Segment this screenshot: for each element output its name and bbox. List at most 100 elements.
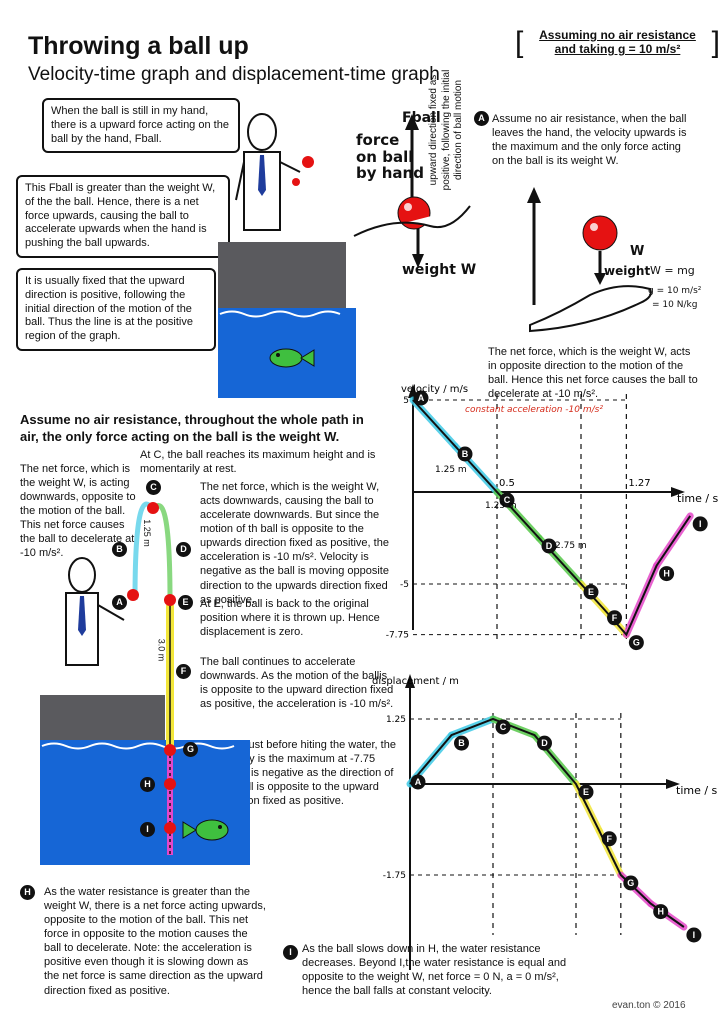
path-badge-c: C xyxy=(146,480,161,495)
y-tick-label: 1.25 xyxy=(386,715,406,725)
path-badge-h: H xyxy=(140,777,155,792)
point-badge xyxy=(601,831,617,847)
x-tick-label: 1.27 xyxy=(628,478,650,489)
ball-in-hand xyxy=(302,156,314,168)
fish-icon xyxy=(182,819,229,841)
text-c-max-height: At C, the ball reaches its maximum heigh… xyxy=(140,449,376,476)
point-label: E xyxy=(588,587,594,597)
w-label: W xyxy=(630,244,645,259)
point-label: A xyxy=(415,777,422,787)
water-pool xyxy=(40,740,250,865)
assumption-box: [ Assuming no air resistance and taking … xyxy=(515,26,720,59)
st-axes xyxy=(405,674,680,970)
path-badge-a: A xyxy=(112,595,127,610)
hand-icon xyxy=(353,205,471,237)
point-badge xyxy=(499,492,515,508)
point-badge xyxy=(628,635,644,651)
point-badge xyxy=(659,566,675,582)
x-tick-label: 0.5 xyxy=(499,478,515,489)
point-badge xyxy=(495,719,511,735)
path-badge-i: I xyxy=(140,822,155,837)
point-badge xyxy=(410,774,426,790)
person-figure xyxy=(65,557,125,666)
point-label: D xyxy=(541,738,548,748)
path-label-1-25m: 1.25 m xyxy=(141,519,152,547)
point-label: B xyxy=(462,449,469,459)
credit: evan.ton © 2016 xyxy=(612,1000,686,1011)
point-badge xyxy=(537,735,552,751)
left-bracket: [ xyxy=(515,26,524,59)
upward-direction-note: upward direction fixed as positive, foll… xyxy=(428,69,464,191)
interval-label: 2.75 m xyxy=(555,541,587,551)
point-badge xyxy=(454,735,469,751)
point-badge xyxy=(583,584,599,600)
y-tick-label: 5 xyxy=(403,396,409,406)
point-badge xyxy=(541,538,557,554)
point-label: H xyxy=(663,569,670,579)
path-label-3m: 3.0 m xyxy=(156,638,167,662)
badge-h: H xyxy=(20,885,35,900)
path-badge-b: B xyxy=(112,542,127,557)
point-badge xyxy=(686,927,702,943)
point-label: B xyxy=(458,738,465,748)
page-title: Throwing a ball up xyxy=(28,32,249,60)
badge-a: A xyxy=(474,111,489,126)
text-b-net-force: The net force, which is the weight W, is… xyxy=(20,463,136,560)
y-tick-label: -5 xyxy=(400,580,409,590)
point-badge xyxy=(692,516,708,532)
section-a-drawing xyxy=(527,187,652,333)
equation-w-mg: W = mg xyxy=(650,264,695,277)
st-ylabel: displacement / m xyxy=(372,676,459,687)
section-a-net-force-text: The net force, which is the weight W, ac… xyxy=(488,346,698,401)
point-label: E xyxy=(583,787,589,797)
point-badge xyxy=(607,610,623,626)
ball-icon xyxy=(582,215,618,251)
text-e-back-to-origin: At E, the ball is back to the original p… xyxy=(200,598,380,639)
cliff-block xyxy=(218,242,346,308)
fish-icon xyxy=(269,348,315,368)
point-label: A xyxy=(418,393,425,403)
equation-g-nkg: = 10 N/kg xyxy=(652,300,698,310)
point-label: F xyxy=(612,613,618,623)
path-badge-e: E xyxy=(178,595,193,610)
person-figure xyxy=(235,113,301,231)
point-label: C xyxy=(500,722,507,732)
point-label: F xyxy=(606,834,612,844)
point-label: C xyxy=(504,495,511,505)
text-d-accelerate-down: The net force, which is the weight W, ac… xyxy=(200,481,389,606)
fball-label: Fball xyxy=(402,110,441,126)
point-label: D xyxy=(546,541,553,551)
section-a-text: Assume no air resistance, when the ball … xyxy=(492,113,687,168)
vt-annotation: constant acceleration -10 m/s² xyxy=(465,405,603,415)
speech-bubble-net-force: This Fball is greater than the weight W,… xyxy=(16,175,230,258)
speech-bubble-positive-direction: It is usually fixed that the upward dire… xyxy=(16,268,216,351)
series-line xyxy=(409,717,685,928)
weight-w-label: weight W xyxy=(402,262,477,278)
y-tick-label: -7.75 xyxy=(386,631,409,641)
point-badge xyxy=(623,875,639,891)
point-badge xyxy=(653,904,669,920)
right-bracket: ] xyxy=(711,26,720,59)
cliff-block xyxy=(40,695,165,740)
scene-person-cliff xyxy=(218,113,356,398)
badge-i: I xyxy=(283,945,298,960)
point-label: G xyxy=(633,638,640,648)
vt-ylabel: velocity / m/s xyxy=(401,384,468,395)
section-heading: Assume no air resistance, throughout the… xyxy=(20,412,364,444)
point-badge xyxy=(457,446,473,462)
text-i-constant-velocity: As the ball slows down in H, the water r… xyxy=(302,943,567,998)
path-badge-g: G xyxy=(183,742,198,757)
interval-label: 1.25 m xyxy=(435,465,467,475)
force-diagram-hand xyxy=(353,114,471,268)
point-label: H xyxy=(657,907,664,917)
hand-icon xyxy=(529,285,652,333)
assumption-line-1: Assuming no air resistance xyxy=(539,28,696,42)
interval-label: 1.25 m xyxy=(485,501,517,511)
path-badge-d: D xyxy=(176,542,191,557)
vt-xlabel: time / s xyxy=(677,492,719,505)
point-badge xyxy=(578,784,594,800)
weight-label: weight xyxy=(604,264,651,278)
st-xlabel: time / s xyxy=(676,784,718,797)
